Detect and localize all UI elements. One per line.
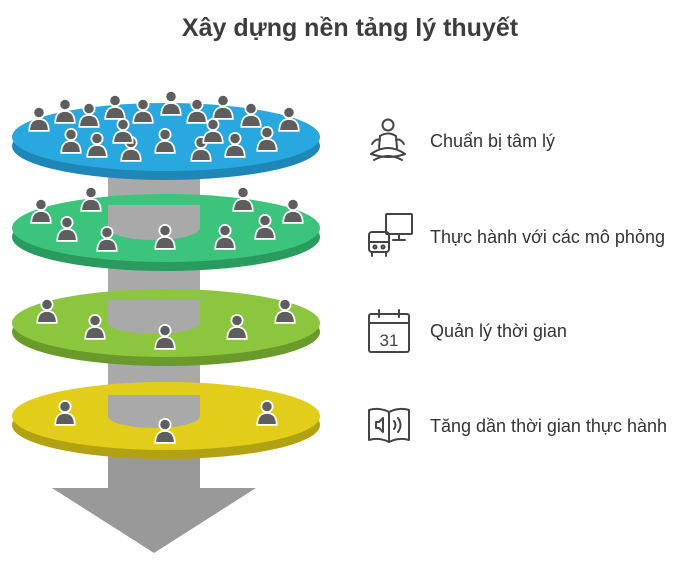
diagram-title: Xây dựng nền tảng lý thuyết — [181, 14, 519, 42]
label-level-2: Thực hành với các mô phỏng — [430, 227, 665, 247]
calendar-day: 31 — [380, 331, 399, 350]
label-level-4: Tăng dần thời gian thực hành — [430, 416, 668, 436]
calendar-icon: 31 — [368, 309, 410, 353]
label-level-3: Quản lý thời gian — [430, 321, 567, 341]
computer-simulation-icon — [368, 213, 413, 257]
disc-level-1 — [12, 90, 320, 180]
disc-level-2 — [12, 186, 320, 271]
disc-level-4 — [12, 382, 320, 459]
meditation-icon — [370, 118, 406, 161]
disc-level-3 — [12, 289, 320, 366]
audiobook-icon — [368, 407, 410, 443]
label-level-1: Chuẩn bị tâm lý — [430, 131, 556, 151]
down-arrow — [52, 455, 256, 553]
